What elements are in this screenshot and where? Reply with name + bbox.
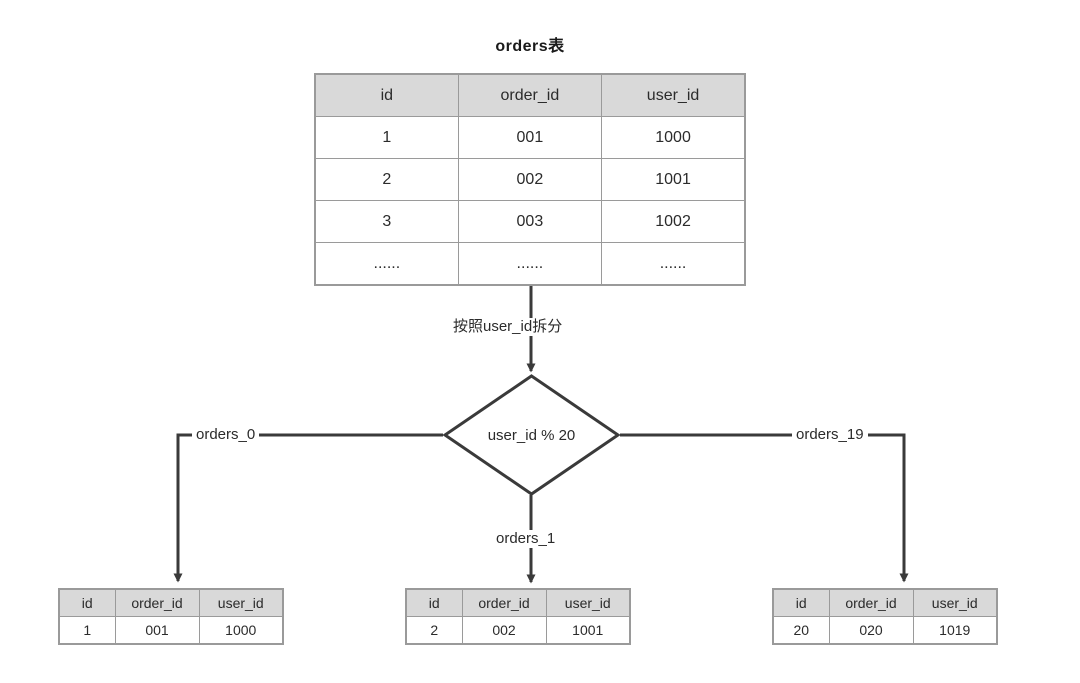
shard-table-orders-19: id order_id user_id 20 020 1019 [772, 588, 998, 645]
shard-table-orders-0: id order_id user_id 1 001 1000 [58, 588, 284, 645]
decision-diamond: user_id % 20 [443, 375, 620, 495]
cell-id: ...... [314, 242, 459, 286]
column-header-user-id: user_id [912, 588, 998, 617]
cell-order-id: 002 [457, 158, 603, 201]
cell-user-id: 1002 [601, 200, 746, 243]
cell-id: 2 [314, 158, 459, 201]
column-header-order-id: order_id [828, 588, 914, 617]
table-header-row: id order_id user_id [772, 588, 998, 617]
shard-table-orders-1: id order_id user_id 2 002 1001 [405, 588, 631, 645]
table-header-row: id order_id user_id [314, 73, 746, 117]
edge-decision-to-orders-0 [173, 433, 443, 583]
column-header-order-id: order_id [461, 588, 547, 617]
orders-main-table: id order_id user_id 1 001 1000 2 002 100… [314, 73, 746, 286]
cell-id: 1 [58, 616, 116, 645]
cell-order-id: 001 [114, 616, 200, 645]
cell-user-id: 1001 [601, 158, 746, 201]
cell-order-id: 003 [457, 200, 603, 243]
cell-user-id: 1000 [198, 616, 284, 645]
table-header-row: id order_id user_id [58, 588, 284, 617]
table-header-row: id order_id user_id [405, 588, 631, 617]
cell-user-id: 1000 [601, 116, 746, 159]
column-header-user-id: user_id [601, 73, 746, 117]
cell-order-id: 020 [828, 616, 914, 645]
diagram-title: orders表 [495, 38, 565, 55]
column-header-order-id: order_id [114, 588, 200, 617]
cell-id: 20 [772, 616, 830, 645]
column-header-order-id: order_id [457, 73, 603, 117]
cell-id: 1 [314, 116, 459, 159]
edge-label-orders-1: orders_1 [492, 530, 560, 548]
cell-order-id: 002 [461, 616, 547, 645]
column-header-user-id: user_id [545, 588, 631, 617]
decision-diamond-label: user_id % 20 [487, 426, 576, 444]
cell-user-id: 1019 [912, 616, 998, 645]
cell-order-id: ...... [457, 242, 603, 286]
column-header-id: id [772, 588, 830, 617]
table-row: 1 001 1000 [58, 616, 284, 645]
column-header-user-id: user_id [198, 588, 284, 617]
table-row: 20 020 1019 [772, 616, 998, 645]
edge-label-orders-19: orders_19 [792, 426, 868, 444]
edge-decision-to-orders-19 [620, 433, 909, 583]
column-header-id: id [58, 588, 116, 617]
table-row-ellipsis: ...... ...... ...... [314, 242, 746, 286]
table-row: 1 001 1000 [314, 116, 746, 159]
edge-label-orders-0: orders_0 [192, 426, 260, 444]
table-row: 2 002 1001 [314, 158, 746, 201]
cell-id: 3 [314, 200, 459, 243]
column-header-id: id [314, 73, 459, 117]
cell-user-id: 1001 [545, 616, 631, 645]
column-header-id: id [405, 588, 463, 617]
cell-order-id: 001 [457, 116, 603, 159]
table-row: 3 003 1002 [314, 200, 746, 243]
table-row: 2 002 1001 [405, 616, 631, 645]
cell-id: 2 [405, 616, 463, 645]
edge-label-split: 按照user_id拆分 [449, 318, 567, 336]
cell-user-id: ...... [601, 242, 746, 286]
